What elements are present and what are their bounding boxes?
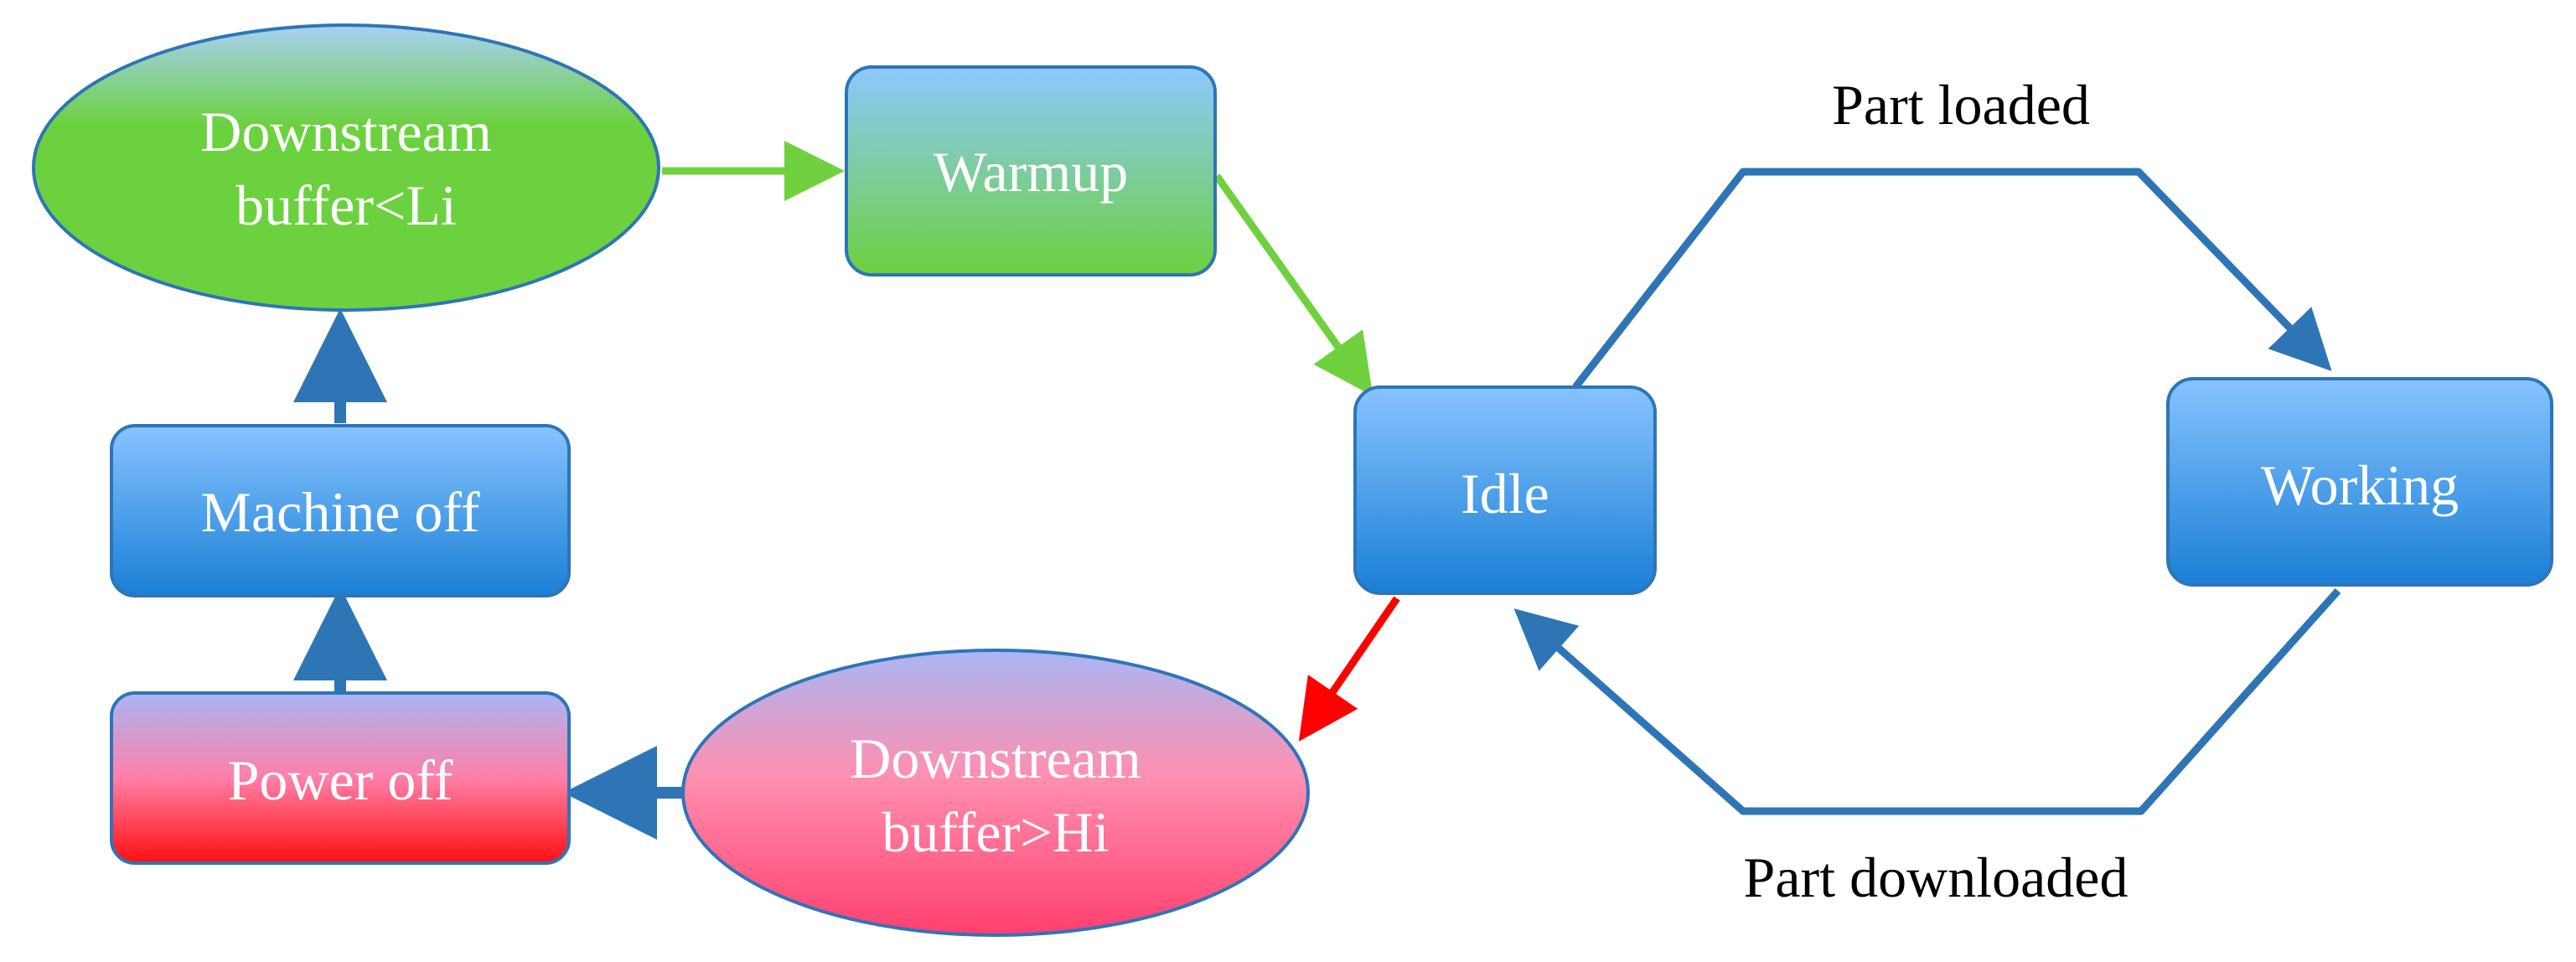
label-part-downloaded: Part downloaded — [1744, 846, 2129, 909]
node-downstream-buffer-low-line2: buffer<Li — [235, 173, 457, 237]
edge-idle-to-working — [1572, 168, 2332, 390]
node-working-label: Working — [2261, 453, 2459, 517]
edge-working-to-idle — [1513, 588, 2341, 815]
node-warmup-label: Warmup — [934, 140, 1128, 204]
node-machine-off[interactable]: Machine off — [110, 424, 571, 597]
node-power-off[interactable]: Power off — [110, 691, 571, 865]
node-machine-off-label: Machine off — [201, 480, 480, 544]
label-part-loaded: Part loaded — [1832, 73, 2090, 137]
node-power-off-label: Power off — [228, 748, 453, 812]
node-downstream-buffer-low-line1: Downstream — [200, 100, 491, 163]
edge-warmup-to-idle — [1213, 173, 1373, 396]
node-downstream-buffer-high-line1: Downstream — [850, 727, 1141, 790]
node-idle-label: Idle — [1461, 462, 1549, 525]
edge-idle-to-downstream-high — [1298, 596, 1400, 742]
node-downstream-buffer-low[interactable]: Downstream buffer<Li — [32, 23, 660, 312]
node-downstream-buffer-high-line2: buffer>Hi — [882, 800, 1109, 864]
node-working[interactable]: Working — [2166, 377, 2553, 587]
node-downstream-buffer-high[interactable]: Downstream buffer>Hi — [681, 649, 1310, 937]
node-idle[interactable]: Idle — [1353, 385, 1657, 595]
node-warmup[interactable]: Warmup — [845, 65, 1217, 277]
